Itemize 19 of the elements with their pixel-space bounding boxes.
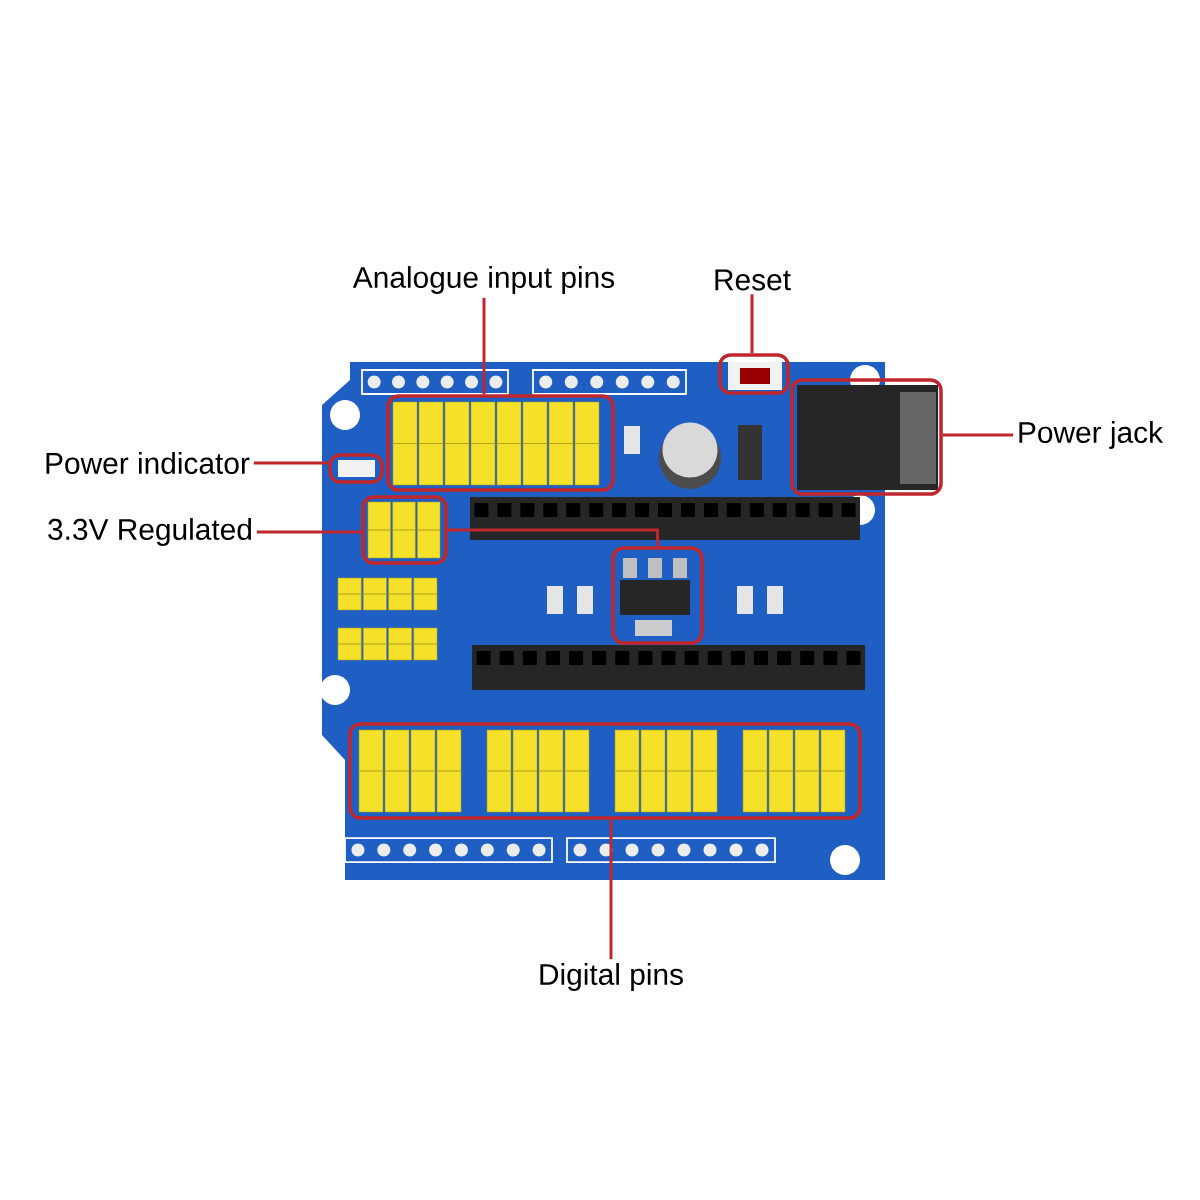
highlight-box (790, 378, 943, 496)
highlight-box (348, 722, 862, 820)
leader-line (447, 528, 659, 547)
highlight-box (328, 453, 384, 484)
leader-line (253, 461, 329, 465)
highlight-box (611, 546, 704, 645)
highlight-box (361, 495, 448, 565)
leader-line (256, 530, 362, 534)
callout-label: 3.3V Regulated (48, 518, 251, 546)
leader-line (750, 294, 754, 354)
highlight-box (386, 394, 615, 492)
callout-label: Power indicator (46, 452, 250, 474)
callout-label: Reset (715, 269, 791, 291)
leader-line (942, 433, 1014, 437)
callout-label: Digital pins (540, 963, 683, 991)
highlight-box (718, 353, 790, 395)
callout-label: Power jack (1019, 421, 1164, 449)
leader-line (609, 819, 613, 960)
callout-label: Analogue input pins (352, 266, 615, 294)
